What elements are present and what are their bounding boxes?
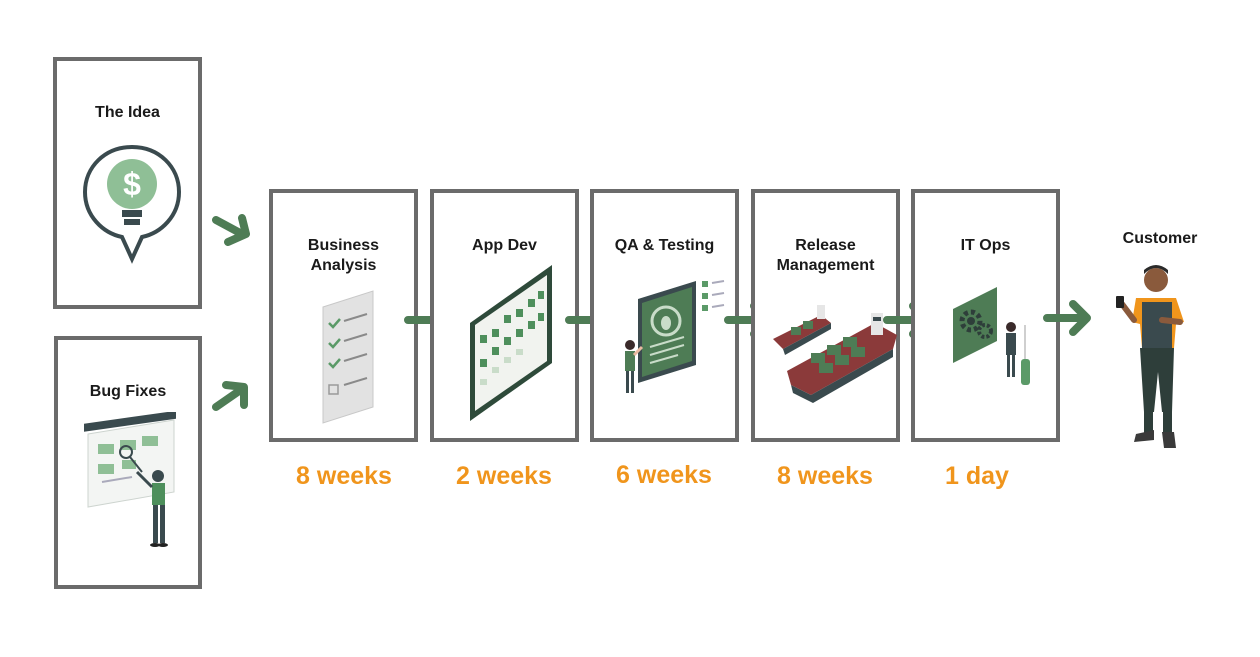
arrow-bugfix-to-ba [212,381,248,411]
idea-box: The Idea $ [53,57,202,309]
stage-release-management: Release Management [751,189,900,442]
stage-title: App Dev [472,237,537,254]
stage-title: Business Analysis [307,237,380,274]
stage-qa-testing: QA & Testing [590,189,739,442]
bug-testing-screen-icon [625,280,725,393]
customer-title: Customer [1122,230,1198,247]
duration-business-analysis: 8 weeks [296,462,392,490]
stage-title: QA & Testing [614,237,715,254]
duration-it-ops: 1 day [945,462,1009,490]
stage-it-ops: IT Ops [911,189,1060,442]
bugfix-title: Bug Fixes [89,383,167,400]
arrow-itops-to-customer [1043,300,1091,336]
kanban-board-icon [470,265,552,421]
duration-app-dev: 2 weeks [456,462,552,490]
stage-business-analysis: Business Analysis [269,189,418,442]
bugfix-box: Bug Fixes [54,336,202,589]
checklist-icon [322,290,374,424]
dollar-sign: $ [123,166,141,202]
dollar-lightbulb-icon: $ [82,144,182,264]
stage-title: IT Ops [960,237,1011,254]
idea-title: The Idea [95,104,160,121]
stage-app-dev: App Dev [430,189,579,442]
customer-person-icon [1116,265,1184,448]
duration-qa-testing: 6 weeks [616,461,712,489]
bug-fixing-board-icon [84,412,176,547]
cargo-ship-icon [773,305,897,403]
duration-release-management: 8 weeks [777,462,873,490]
stage-title: Release Management [776,237,875,274]
arrow-idea-to-ba [212,214,250,246]
gear-panel-icon [953,287,1030,385]
